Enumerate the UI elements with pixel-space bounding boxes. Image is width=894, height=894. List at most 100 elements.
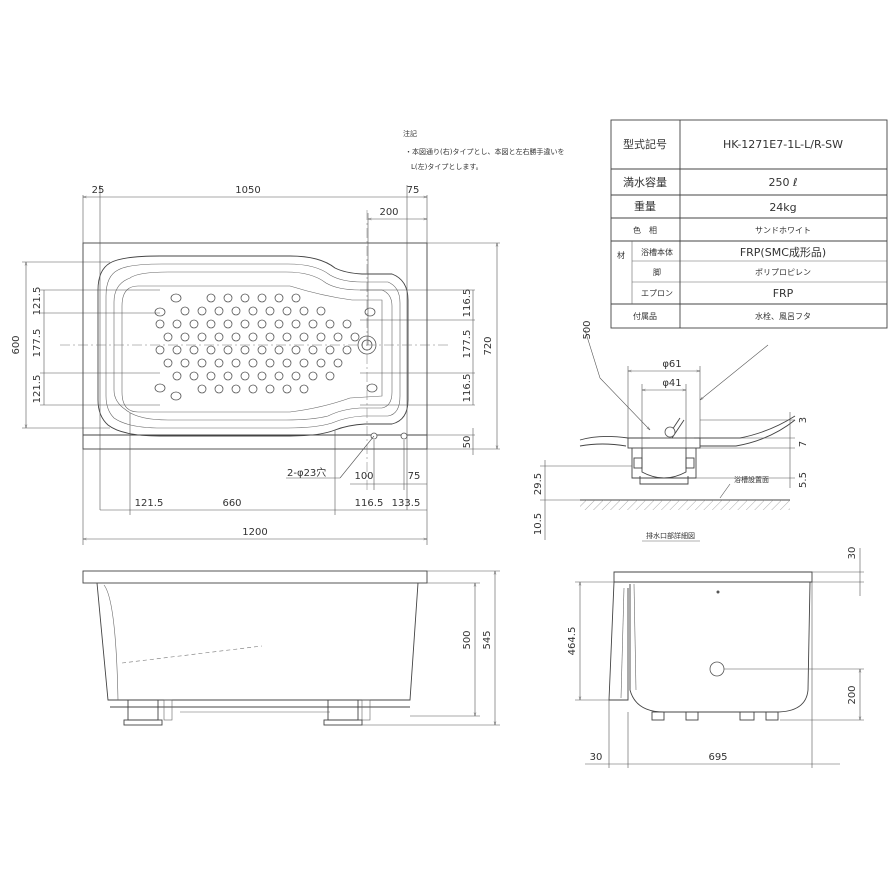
spec-label-apron: エプロン [641,289,673,298]
spec-value-apron: FRP [773,287,794,300]
drain-dim-5-5: 5.5 [798,472,809,488]
drain-detail: 500 φ61 φ41 3 7 5.5 29.5 10.5 浴槽設置面 排水口部… [533,320,809,542]
plan-dim-right-177-5: 177.5 [462,330,473,359]
plan-dim-75-b: 75 [408,471,421,482]
spec-value-weight: 24kg [769,201,796,214]
side-dim-464-5: 464.5 [567,627,578,656]
anti-slip-dot [325,345,335,355]
anti-slip-dot [214,306,224,316]
spec-value-capacity: 250 ℓ [768,176,797,189]
plan-dim-right-116-5-a: 116.5 [462,289,473,318]
anti-slip-dot [206,345,216,355]
anti-slip-dot [197,358,207,368]
plan-dim-50: 50 [462,436,473,449]
spec-value-color: サンドホワイト [755,226,811,235]
anti-slip-dot [189,319,199,329]
notes-line-1: ・本図通り(右)タイプとし、本図と左右勝手違いを [405,147,564,156]
anti-slip-dot [291,345,301,355]
anti-slip-dot [248,306,258,316]
anti-slip-dot [299,332,309,342]
spec-value-model: HK-1271E7-1L-L/R-SW [723,138,843,151]
anti-slip-dot [257,371,267,381]
spec-label-capacity: 満水容量 [623,175,667,189]
spec-table: 型式記号 HK-1271E7-1L-L/R-SW 満水容量 250 ℓ 重量 2… [610,119,888,329]
anti-slip-dot [189,345,199,355]
anti-slip-dot [172,371,182,381]
anti-slip-dot [197,306,207,316]
side-dim-30-left: 30 [590,752,603,763]
side-drain-hole [709,661,725,677]
anti-slip-dot [316,358,326,368]
side-dim-30-top: 30 [847,547,858,560]
front-dim-500: 500 [462,630,473,649]
anti-slip-dot [308,371,318,381]
drain-dim-phi41: φ41 [662,378,681,389]
anti-slip-dot [163,358,173,368]
anti-slip-dot [180,306,190,316]
anti-slip-dot [154,307,166,317]
drain-dim-10-5: 10.5 [533,513,544,535]
notes-block: 注記 ・本図通り(右)タイプとし、本図と左右勝手違いを L(左)タイプとします。 [403,129,564,171]
anti-slip-dot [282,332,292,342]
anti-slip-dot [265,384,275,394]
drain-detail-caption: 排水口部詳細図 [646,531,695,540]
plan-dim-75: 75 [407,185,420,196]
plan-dim-720: 720 [483,336,494,355]
plan-dim-bot-660: 660 [222,498,241,509]
anti-slip-dot [248,384,258,394]
drain-dim-29-5: 29.5 [533,473,544,495]
plan-dim-bot-116-5: 116.5 [355,498,384,509]
plan-dim-bot-121-5: 121.5 [135,498,164,509]
anti-slip-dot [248,358,258,368]
spec-label-accessories: 付属品 [633,311,657,321]
anti-slip-dot [274,293,284,303]
drain-dim-500: 500 [582,320,593,339]
front-view: 500 545 [82,570,500,726]
notes-line-2: L(左)タイプとします。 [411,162,483,171]
anti-slip-dot [342,345,352,355]
anti-slip-dot [214,358,224,368]
anti-slip-dot [231,384,241,394]
anti-slip-dot [299,384,309,394]
drain-dim-phi61: φ61 [662,359,681,370]
plan-holes-label: 2-φ23穴 [287,466,326,479]
side-view: 30 464.5 200 30 695 [567,547,864,768]
anti-slip-dot [197,332,207,342]
anti-slip-dot [282,358,292,368]
anti-slip-dot [265,332,275,342]
anti-slip-dot [325,319,335,329]
anti-slip-dot [231,306,241,316]
anti-slip-dot [172,345,182,355]
spec-label-color: 色 相 [633,225,657,235]
spec-label-weight: 重量 [634,199,656,213]
anti-slip-dot [333,358,343,368]
plan-dim-right-116-5-b: 116.5 [462,374,473,403]
drain-floor-label: 浴槽設置面 [734,475,769,484]
anti-slip-dot [240,371,250,381]
anti-slip-dot [291,371,301,381]
anti-slip-dot [163,332,173,342]
anti-slip-dot [206,371,216,381]
plan-dim-600: 600 [11,335,22,354]
anti-slip-dot [291,319,301,329]
plan-dim-bot-1200: 1200 [242,527,267,538]
notes-title: 注記 [403,129,417,138]
anti-slip-dot [274,371,284,381]
anti-slip-dot [206,319,216,329]
anti-slip-dot [223,371,233,381]
anti-slip-dot [350,332,360,342]
plan-dim-25: 25 [92,185,105,196]
anti-slip-dot [240,345,250,355]
anti-slip-dot [282,384,292,394]
spec-group-material: 材 [617,250,625,260]
drain-dim-3: 3 [798,417,809,423]
anti-slip-dot [364,307,376,317]
anti-slip-dots [154,293,378,401]
anti-slip-dot [291,293,301,303]
anti-slip-dot [316,332,326,342]
anti-slip-dot [299,358,309,368]
plan-dim-100: 100 [354,471,373,482]
anti-slip-dot [282,306,292,316]
anti-slip-dot [325,371,335,381]
